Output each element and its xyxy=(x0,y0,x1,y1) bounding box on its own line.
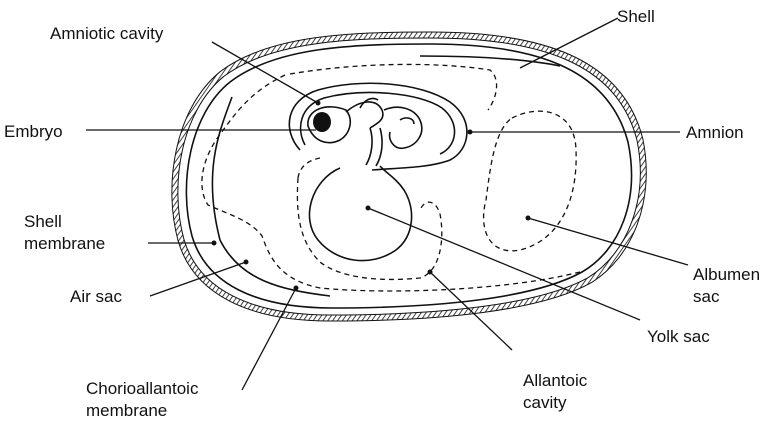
label-shell: Shell xyxy=(617,7,655,26)
egg-shell xyxy=(175,35,643,318)
label-embryo: Embryo xyxy=(4,122,63,141)
label-chorioallantoic-1: Chorioallantoic xyxy=(86,379,199,398)
label-shell-membrane-2: membrane xyxy=(24,234,105,253)
embryo-figure xyxy=(308,98,422,166)
yolk-sac-outline xyxy=(309,166,411,261)
label-amniotic-cavity: Amniotic cavity xyxy=(50,24,164,43)
chorion-line xyxy=(212,56,560,296)
label-amnion: Amnion xyxy=(686,123,744,142)
label-yolk-sac: Yolk sac xyxy=(647,327,710,346)
label-albumen-sac-2: sac xyxy=(693,287,720,306)
allantoic-outline xyxy=(297,158,441,279)
label-air-sac: Air sac xyxy=(70,287,122,306)
label-allantoic-1: Allantoic xyxy=(523,371,588,390)
label-albumen-sac-1: Albumen xyxy=(693,265,760,284)
shell-membrane-line xyxy=(186,44,631,308)
albumen-upper-outline xyxy=(290,64,497,110)
label-chorioallantoic-2: membrane xyxy=(86,401,167,420)
label-shell-membrane-1: Shell xyxy=(24,212,62,231)
label-allantoic-2: cavity xyxy=(523,393,567,412)
